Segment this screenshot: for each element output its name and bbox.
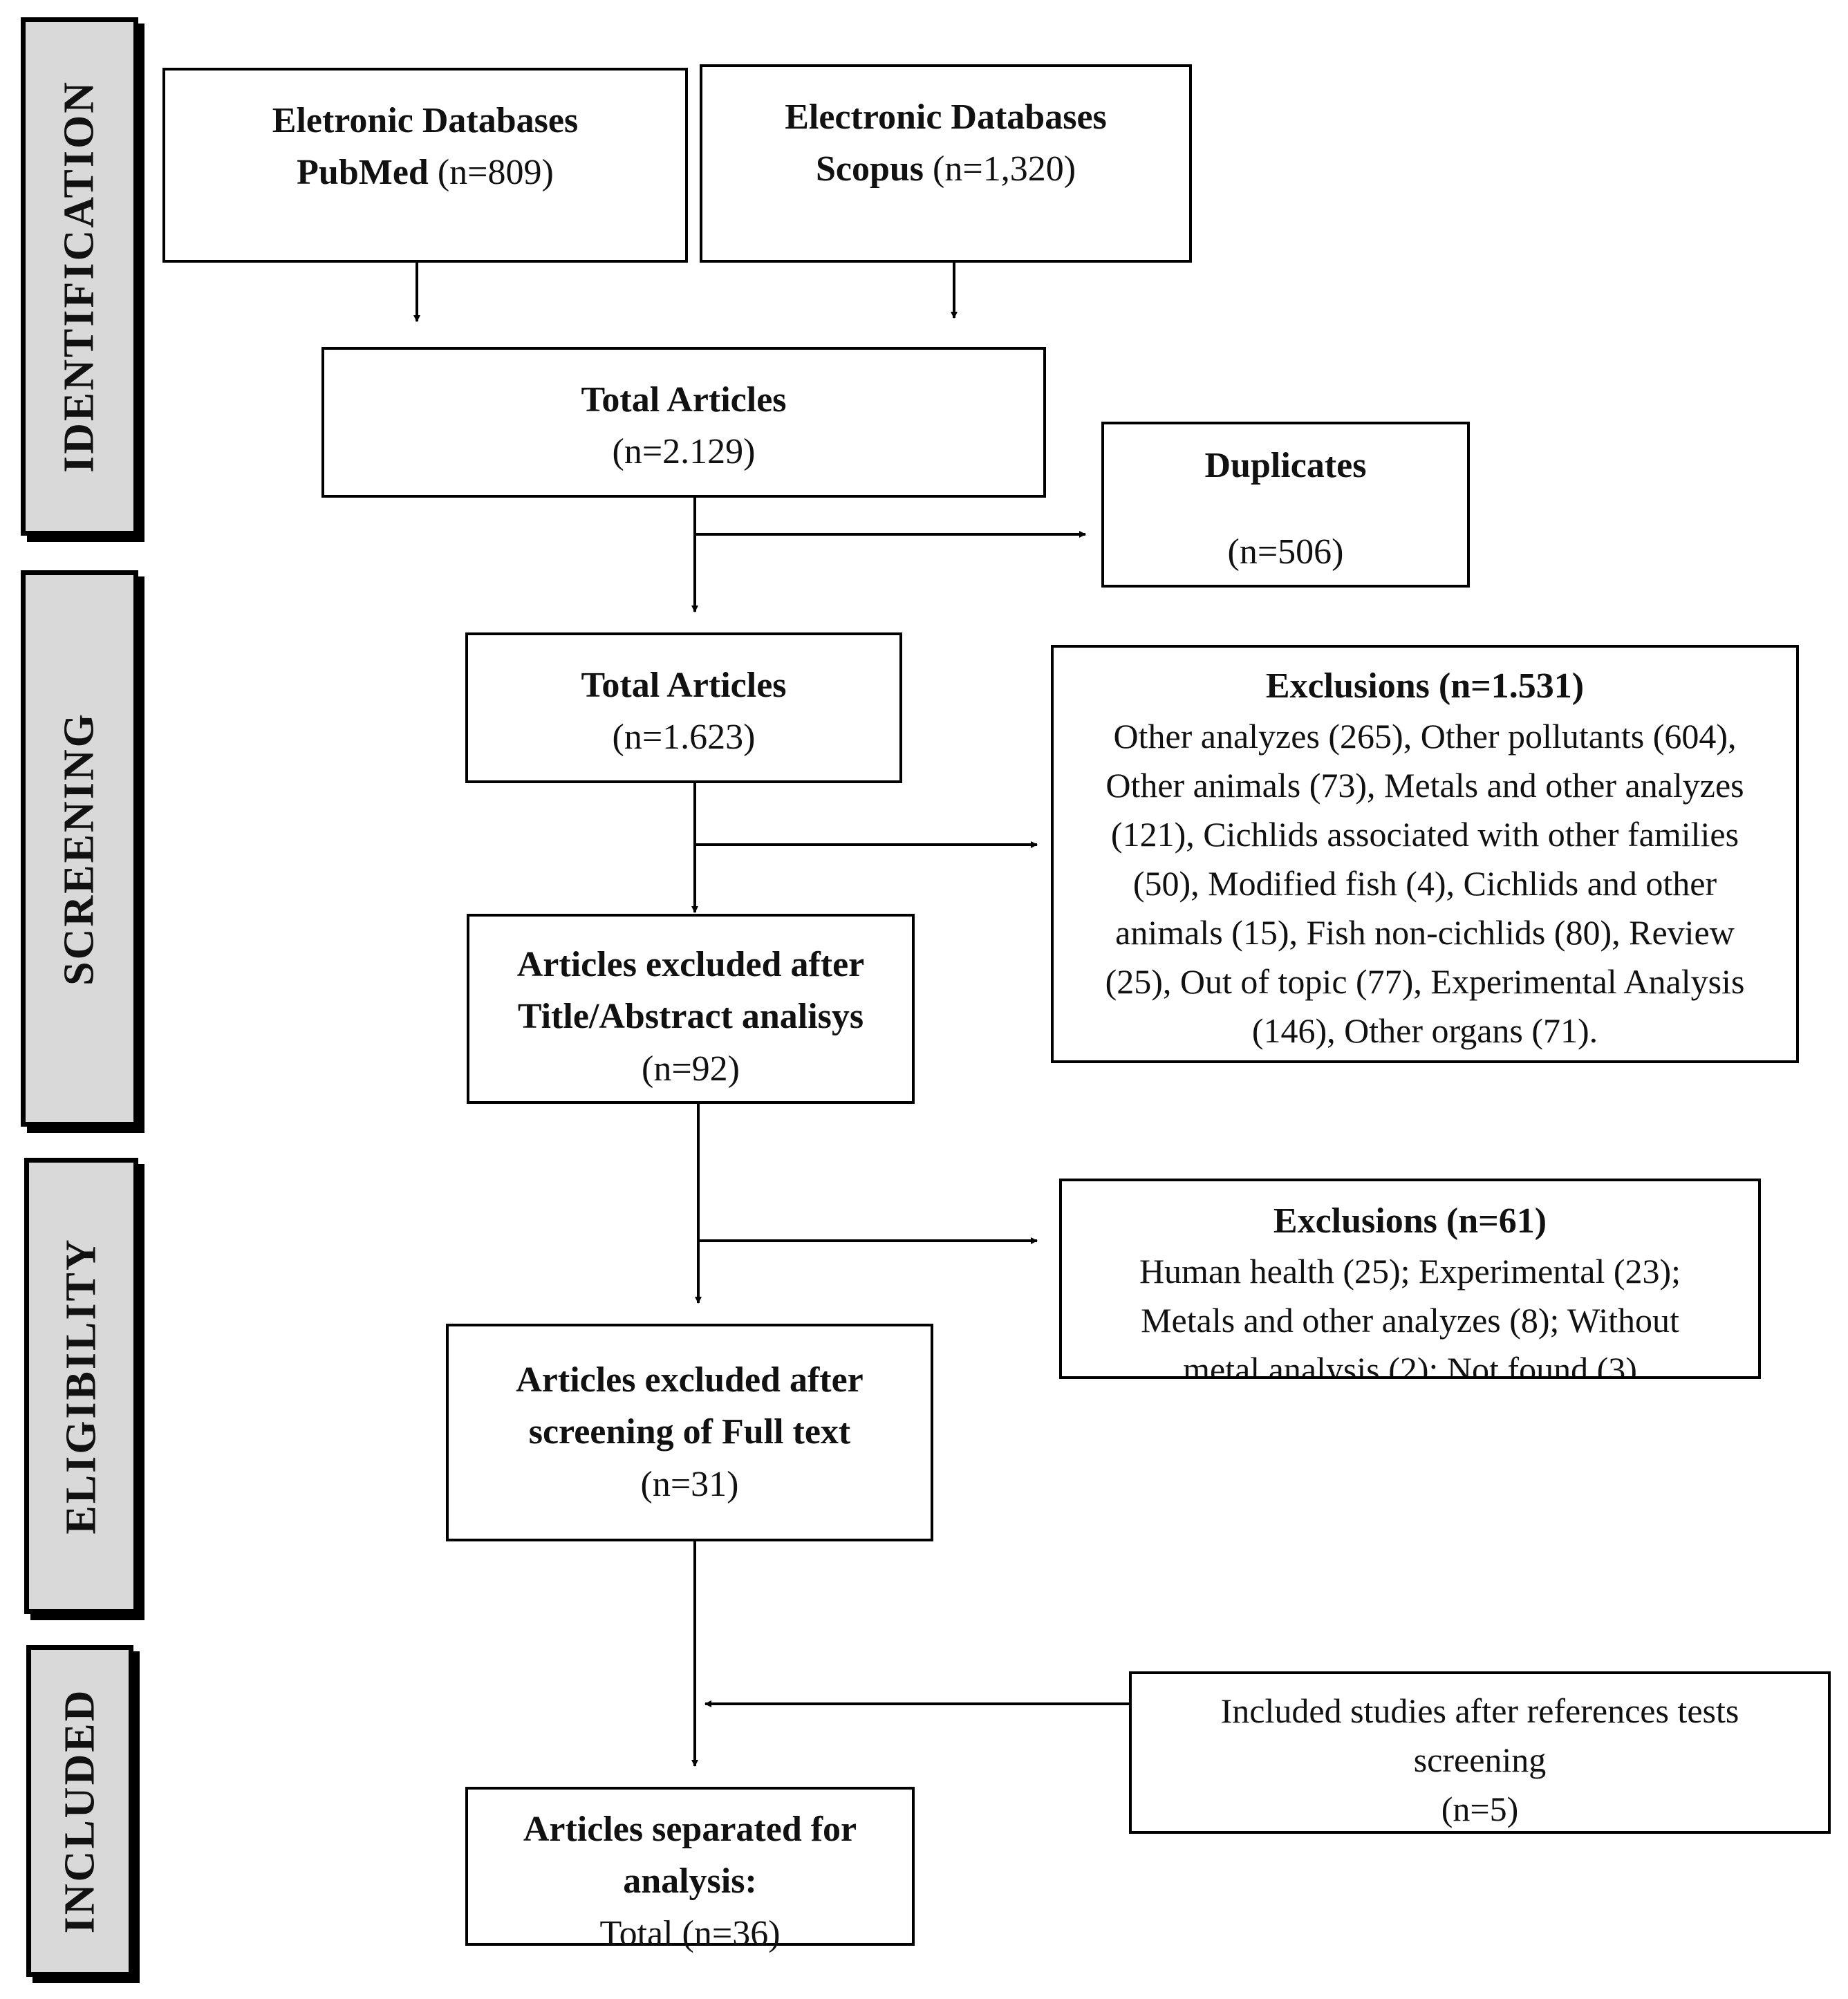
exclusions-box-2: Exclusions (n=61) Human health (25); Exp… — [1059, 1179, 1761, 1379]
excluded-title-abstract-box: Articles excluded after Title/Abstract a… — [467, 914, 915, 1104]
duplicates-count: (n=506) — [1227, 532, 1344, 572]
final-line2: analysis: — [623, 1861, 757, 1902]
exclusions2-line-3: metal analysis (2); Not found (3) — [1183, 1350, 1637, 1379]
final-line1: Articles separated for — [523, 1810, 857, 1849]
exclusions1-line-5: animals (15), Fish non-cichlids (80), Re… — [1115, 913, 1735, 952]
excluded-title-line1: Articles excluded after — [516, 945, 865, 984]
phase-screening: SCREENING — [21, 570, 138, 1127]
phase-identification: IDENTIFICATION — [21, 17, 138, 536]
exclusions2-title: Exclusions (n=61) — [1273, 1201, 1547, 1241]
exclusions-box-1: Exclusions (n=1.531) Other analyzes (265… — [1051, 645, 1799, 1063]
excluded-title-count: (n=92) — [642, 1049, 740, 1089]
exclusions1-title: Exclusions (n=1.531) — [1265, 666, 1585, 706]
total-articles-box-1: Total Articles (n=2.129) — [321, 347, 1046, 498]
scopus-count: (n=1,320) — [933, 149, 1076, 189]
duplicates-title: Duplicates — [1204, 446, 1367, 485]
total-articles-box-2: Total Articles (n=1.623) — [465, 632, 902, 783]
pubmed-name: PubMed — [297, 153, 429, 193]
final-articles-box: Articles separated for analysis: Total (… — [465, 1787, 915, 1953]
scopus-name: Scopus — [815, 149, 924, 189]
pubmed-box: Eletronic Databases PubMed (n=809) — [162, 68, 688, 263]
total1-title: Total Articles — [581, 380, 787, 420]
pubmed-count: (n=809) — [437, 153, 554, 193]
final-total: Total (n=36) — [599, 1913, 781, 1953]
phase-included: INCLUDED — [26, 1645, 133, 1977]
scopus-title: Electronic Databases — [785, 97, 1107, 137]
total2-title: Total Articles — [581, 666, 787, 705]
scopus-box: Electronic Databases Scopus (n=1,320) — [700, 64, 1192, 263]
exclusions1-line-4: (50), Modified fish (4), Cichlids and ot… — [1132, 864, 1717, 903]
exclusions1-line-1: Other analyzes (265), Other pollutants (… — [1113, 717, 1737, 756]
references-line1: Included studies after references tests — [1220, 1691, 1739, 1730]
references-box: Included studies after references tests … — [1129, 1671, 1831, 1834]
phase-eligibility: ELIGIBILITY — [24, 1158, 138, 1614]
references-count: (n=5) — [1441, 1790, 1519, 1828]
exclusions1-line-3: (121), Cichlids associated with other fa… — [1110, 815, 1739, 854]
excluded-full-line1: Articles excluded after — [516, 1360, 864, 1400]
excluded-full-text-box: Articles excluded after screening of Ful… — [446, 1324, 933, 1541]
exclusions2-line-2: Metals and other analyzes (8); Without — [1141, 1301, 1679, 1340]
exclusions1-line-2: Other animals (73), Metals and other ana… — [1105, 766, 1744, 805]
excluded-title-line2: Title/Abstract analisys — [517, 997, 864, 1037]
total2-count: (n=1.623) — [612, 717, 756, 758]
duplicates-box: Duplicates (n=506) — [1101, 422, 1470, 588]
pubmed-title: Eletronic Databases — [272, 101, 579, 140]
excluded-full-line2: screening of Full text — [528, 1412, 851, 1452]
exclusions1-line-7: (146), Other organs (71). — [1251, 1011, 1598, 1051]
excluded-full-count: (n=31) — [640, 1464, 739, 1504]
references-line2: screening — [1413, 1740, 1547, 1779]
exclusions1-line-6: (25), Out of topic (77), Experimental An… — [1105, 962, 1745, 1002]
exclusions2-line-1: Human health (25); Experimental (23); — [1139, 1252, 1681, 1291]
total1-count: (n=2.129) — [612, 432, 756, 472]
